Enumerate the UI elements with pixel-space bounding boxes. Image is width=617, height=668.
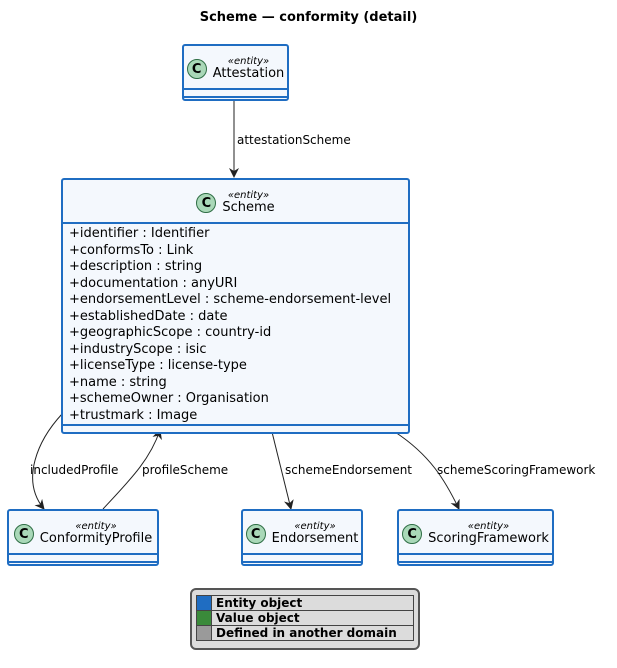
- class-c-icon: C: [245, 524, 266, 544]
- stereotype-label: «entity»: [294, 520, 336, 532]
- attribute-row: +geographicScope : country-id: [69, 325, 272, 340]
- edge-scheme-endorsement: [271, 431, 294, 510]
- method-divider: [184, 96, 287, 98]
- class-name: Attestation: [212, 66, 285, 82]
- legend-row: Entity object: [196, 595, 414, 611]
- attribute-row: +description : string: [69, 259, 203, 274]
- legend-row: Defined in another domain: [196, 625, 414, 641]
- method-divider: [243, 561, 361, 563]
- class-name: ConformityProfile: [39, 531, 153, 547]
- attribute-row: +trustmark : Image: [69, 407, 198, 423]
- attribute-divider: [184, 88, 287, 90]
- attribute-row: +conformsTo : Link: [69, 242, 194, 258]
- legend-label: Value object: [211, 610, 414, 626]
- stereotype-label: «entity»: [227, 189, 270, 201]
- diagram-title: Scheme — conformity (detail): [199, 10, 418, 25]
- legend-swatch-value: [196, 610, 212, 626]
- stereotype-label: «entity»: [227, 55, 270, 67]
- class-endorsement[interactable]: C «entity» Endorsement: [241, 509, 363, 566]
- edge-label-included-profile: includedProfile: [30, 463, 119, 477]
- legend-label: Defined in another domain: [211, 625, 414, 641]
- legend-row: Value object: [196, 610, 414, 626]
- class-c-icon: C: [186, 59, 207, 79]
- edge-label-scheme-scoring-framework: schemeScoringFramework: [437, 463, 596, 477]
- class-conformity-profile[interactable]: C «entity» ConformityProfile: [7, 509, 159, 566]
- attribute-divider: [9, 553, 157, 555]
- class-name: Scheme: [222, 200, 275, 216]
- attribute-row: +endorsementLevel : scheme-endorsement-l…: [69, 292, 392, 307]
- legend-table: Entity object Value object Defined in an…: [196, 595, 414, 641]
- class-header: C «entity» ConformityProfile: [9, 511, 157, 553]
- class-c-icon: C: [196, 193, 217, 213]
- class-name: Endorsement: [271, 531, 359, 547]
- attribute-row: +name : string: [69, 374, 167, 390]
- attribute-row: +industryScope : isic: [69, 341, 207, 357]
- legend: Entity object Value object Defined in an…: [190, 588, 420, 650]
- method-divider: [9, 561, 157, 563]
- attribute-row: +licenseType : license-type: [69, 358, 247, 373]
- class-name: ScoringFramework: [428, 531, 549, 547]
- class-attestation[interactable]: C «entity» Attestation: [182, 44, 289, 101]
- attribute-row: +schemeOwner : Organisation: [69, 391, 269, 406]
- class-c-icon: C: [402, 524, 423, 544]
- attribute-row: +establishedDate : date: [69, 308, 228, 324]
- method-divider: [399, 561, 552, 563]
- edge-profile-scheme: [102, 429, 162, 510]
- class-c-icon: C: [13, 524, 34, 544]
- edge-included-profile: [32, 413, 63, 510]
- edge-label-scheme-endorsement: schemeEndorsement: [285, 463, 413, 477]
- class-scheme[interactable]: C «entity» Scheme +identifier : Identifi…: [61, 178, 410, 434]
- legend-swatch-other-domain: [196, 625, 212, 641]
- class-header: C «entity» Endorsement: [243, 511, 361, 553]
- edge-label-profile-scheme: profileScheme: [142, 463, 229, 477]
- class-header: C «entity» Scheme: [63, 180, 408, 222]
- attribute-divider: [399, 553, 552, 555]
- class-header: C «entity» ScoringFramework: [399, 511, 552, 553]
- attribute-row: +documentation : anyURI: [69, 275, 238, 291]
- edge-label-attestation-scheme: attestationScheme: [237, 133, 351, 147]
- class-header: C «entity» Attestation: [184, 46, 287, 88]
- attribute-divider: [63, 222, 408, 224]
- method-divider: [63, 424, 408, 426]
- stereotype-label: «entity»: [467, 520, 510, 532]
- attribute-row: +identifier : Identifier: [69, 226, 210, 241]
- stereotype-label: «entity»: [75, 520, 117, 532]
- attribute-divider: [243, 553, 361, 555]
- edge-scheme-scoring-framework: [394, 431, 460, 510]
- legend-label: Entity object: [211, 595, 414, 611]
- legend-swatch-entity: [196, 595, 212, 611]
- class-scoring-framework[interactable]: C «entity» ScoringFramework: [397, 509, 554, 566]
- attribute-list: +identifier : Identifier +conformsTo : L…: [63, 224, 408, 426]
